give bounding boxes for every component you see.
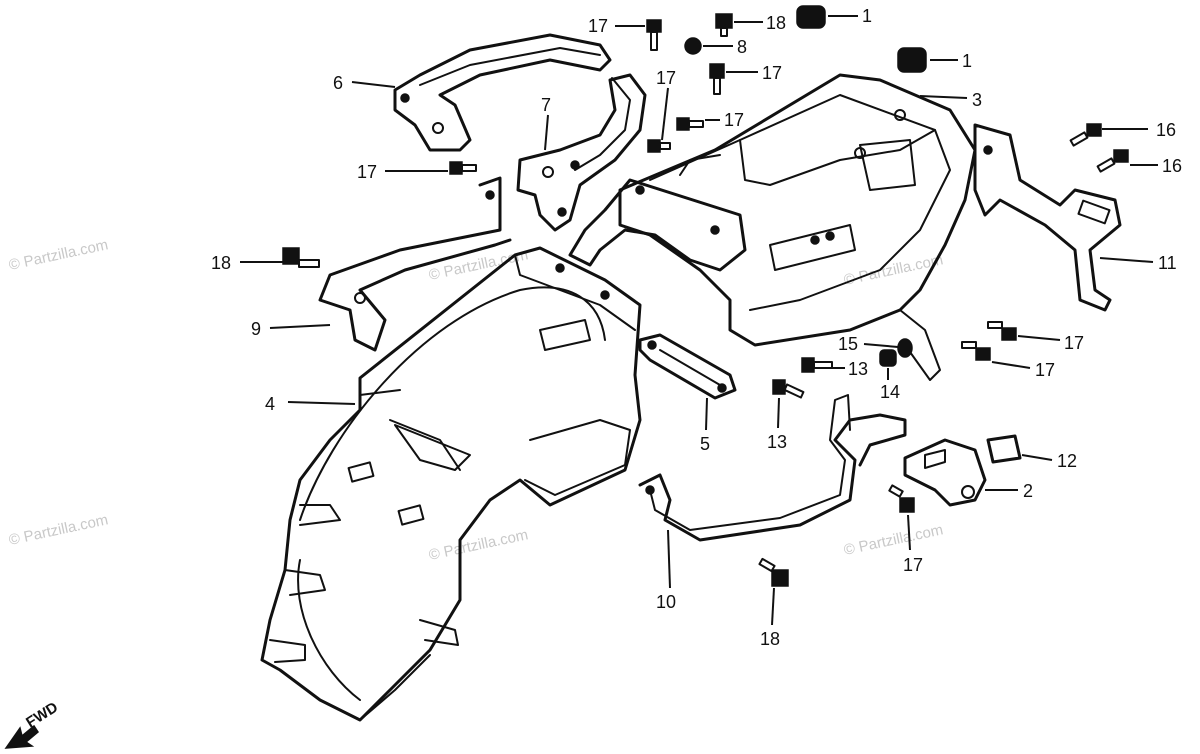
- arrow-down-left-icon: [4, 724, 39, 749]
- callout-11[interactable]: 11: [1158, 253, 1177, 273]
- fwd-label: FWD: [23, 699, 61, 732]
- callout-9[interactable]: 9: [251, 319, 261, 339]
- fender-bridge-bracket-part[interactable]: [568, 178, 747, 272]
- callout-15[interactable]: 15: [838, 334, 858, 354]
- callout-8[interactable]: 8: [737, 37, 747, 57]
- watermark-text: © Partzilla.com: [427, 246, 529, 284]
- callout-7[interactable]: 7: [541, 95, 551, 115]
- callout-17-g[interactable]: 17: [1035, 360, 1055, 380]
- callout-10[interactable]: 10: [656, 592, 676, 612]
- bolt-icon[interactable]: [1096, 149, 1129, 173]
- watermark-text: © Partzilla.com: [7, 511, 109, 549]
- callout-3[interactable]: 3: [972, 90, 982, 110]
- relay-holder-part[interactable]: [903, 438, 987, 507]
- license-bracket-part[interactable]: [973, 123, 1122, 312]
- bolt-icon[interactable]: [676, 117, 704, 131]
- bolt-icon[interactable]: [282, 247, 320, 268]
- fender-stay-part[interactable]: [638, 333, 737, 400]
- bolt-icon[interactable]: [961, 341, 991, 361]
- nut-icon[interactable]: [879, 349, 897, 367]
- callout-17-b[interactable]: 17: [762, 63, 782, 83]
- callout-18-mid[interactable]: 18: [211, 253, 231, 273]
- callout-18-top[interactable]: 18: [766, 13, 786, 33]
- callout-16-b[interactable]: 16: [1162, 156, 1182, 176]
- callout-17-top[interactable]: 17: [588, 16, 608, 36]
- screw-icon[interactable]: [801, 357, 833, 373]
- callout-1-b[interactable]: 1: [962, 51, 972, 71]
- callout-labels: 17 18 1 8 17 1 3 6 7 17 17 16 16 17 18 1…: [211, 6, 1182, 649]
- watermark-text: © Partzilla.com: [427, 526, 529, 564]
- callout-17-f[interactable]: 17: [1064, 333, 1084, 353]
- callout-17-e[interactable]: 17: [357, 162, 377, 182]
- callout-4[interactable]: 4: [265, 394, 275, 414]
- bolt-icon[interactable]: [647, 139, 671, 153]
- grommet-icon[interactable]: [796, 5, 826, 29]
- grab-rail-left-part[interactable]: [393, 33, 612, 152]
- bolt-icon[interactable]: [715, 13, 733, 37]
- bolt-icon[interactable]: [1069, 123, 1102, 147]
- grab-rail-right-part[interactable]: [516, 73, 647, 232]
- callout-leaders: [240, 15, 1158, 626]
- inner-fender-tray-part[interactable]: [618, 73, 977, 381]
- forward-direction-indicator: FWD: [4, 699, 61, 749]
- nut-icon[interactable]: [684, 37, 702, 55]
- callout-17-d[interactable]: 17: [724, 110, 744, 130]
- callout-17-c[interactable]: 17: [656, 68, 676, 88]
- hardware-group: [282, 5, 1129, 587]
- callout-5[interactable]: 5: [700, 434, 710, 454]
- lower-stay-part[interactable]: [638, 394, 907, 542]
- bolt-icon[interactable]: [646, 19, 662, 51]
- callout-13-a[interactable]: 13: [848, 359, 868, 379]
- bolt-icon[interactable]: [987, 321, 1017, 341]
- watermark-text: © Partzilla.com: [7, 236, 109, 274]
- callout-12[interactable]: 12: [1057, 451, 1077, 471]
- watermark-text: © Partzilla.com: [842, 521, 944, 559]
- callout-6[interactable]: 6: [333, 73, 343, 93]
- screw-icon[interactable]: [772, 379, 805, 399]
- callout-13-b[interactable]: 13: [767, 432, 787, 452]
- bolt-icon[interactable]: [709, 63, 725, 95]
- bolt-icon[interactable]: [888, 484, 915, 513]
- callout-2[interactable]: 2: [1023, 481, 1033, 501]
- callout-1-top[interactable]: 1: [862, 6, 872, 26]
- callout-14[interactable]: 14: [880, 382, 900, 402]
- bolt-icon[interactable]: [449, 161, 477, 175]
- collar-icon[interactable]: [897, 338, 913, 358]
- rear-fender-part[interactable]: [260, 246, 642, 722]
- bolt-icon[interactable]: [758, 557, 789, 587]
- callout-16-a[interactable]: 16: [1156, 120, 1176, 140]
- stay-part[interactable]: [318, 176, 512, 352]
- callout-18-bot[interactable]: 18: [760, 629, 780, 649]
- grommet-icon[interactable]: [897, 47, 927, 73]
- callout-17-h[interactable]: 17: [903, 555, 923, 575]
- label-part[interactable]: [986, 434, 1022, 464]
